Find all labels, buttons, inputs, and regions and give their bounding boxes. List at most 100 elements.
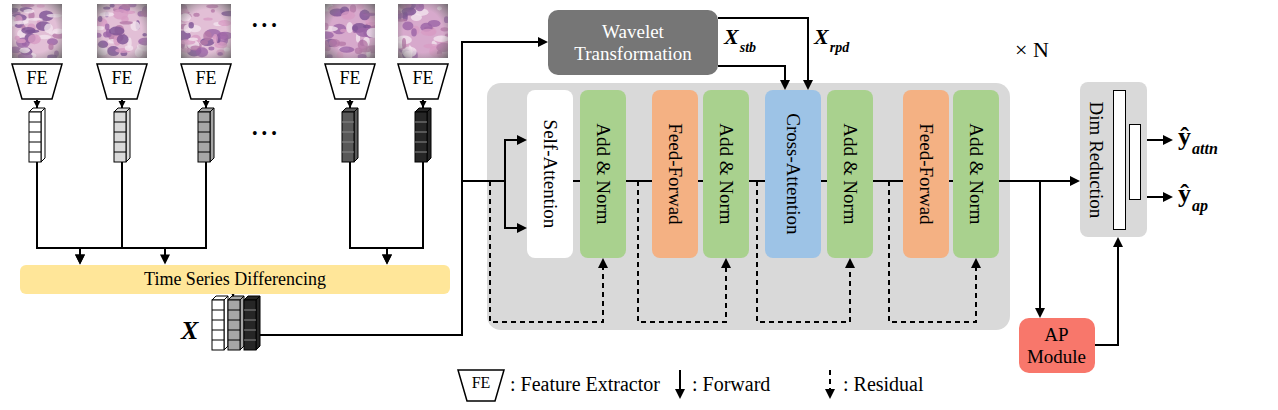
vector-cell — [212, 340, 224, 341]
legend-text: : Feature Extractor — [510, 373, 660, 395]
node-text: Wavelet Transformation — [558, 21, 708, 65]
arrowhead — [119, 101, 126, 108]
dimension-bar — [1129, 124, 1141, 200]
vector-cell — [228, 320, 240, 321]
connector-line — [37, 100, 80, 257]
node-text: FE — [26, 68, 47, 89]
feature-vector — [114, 108, 130, 162]
legend-entry: : Forward — [692, 374, 770, 394]
connector — [350, 100, 392, 265]
image-ground — [398, 4, 448, 58]
output-arrow — [1147, 196, 1165, 198]
repeat-count: × N — [1015, 37, 1049, 63]
repeat-block: × NSelf-AttentionAdd & NormFeed-ForwadAd… — [487, 83, 1010, 330]
vector-cell — [228, 310, 240, 311]
connector — [718, 18, 813, 90]
output-arrow — [1147, 139, 1165, 141]
histology-image — [325, 4, 375, 58]
connector-line — [718, 18, 808, 82]
vector-cell — [198, 142, 210, 143]
vector-side — [210, 108, 214, 162]
label-text: ŷ — [1178, 122, 1191, 151]
dimension-bar — [1113, 90, 1126, 230]
connector-line — [350, 100, 387, 257]
vector-cell — [342, 122, 354, 123]
branch-arrow — [505, 181, 519, 228]
vector-cell — [244, 340, 256, 341]
label-text: • • • — [252, 17, 277, 34]
legend-arrow — [679, 370, 681, 391]
trapezoid-shape — [12, 64, 62, 99]
vector-cell — [415, 142, 427, 143]
label-text: ŷ — [1178, 179, 1191, 208]
symbol: X — [181, 318, 198, 344]
arrowhead — [34, 101, 41, 108]
vector-side — [126, 108, 130, 162]
arrowhead — [1163, 192, 1173, 202]
ellipsis: • • • — [252, 18, 277, 34]
image-ground — [97, 4, 147, 58]
feature-extractor: FE — [180, 63, 232, 100]
legend-entry: : Residual — [843, 374, 924, 394]
image-vignette — [12, 4, 62, 58]
arrowhead — [598, 258, 608, 268]
feature-extractor: FE — [96, 63, 148, 100]
histology-image — [97, 4, 147, 58]
reduction-box: Dim Reduction — [1080, 82, 1147, 237]
feature-vector — [415, 108, 431, 162]
symbol: X — [724, 26, 739, 48]
legend-text: : Residual — [843, 373, 924, 395]
arrowhead — [1070, 176, 1080, 186]
histology-image — [398, 4, 448, 58]
connector — [999, 181, 1045, 318]
label-text: stb — [740, 40, 756, 55]
arrowhead — [538, 37, 548, 47]
trapezoid-shape — [325, 64, 375, 99]
image-ground — [325, 4, 375, 58]
vector-cell — [114, 152, 126, 153]
vector-cell — [212, 320, 224, 321]
arrowhead — [803, 80, 813, 90]
vector-cell — [342, 132, 354, 133]
attention-box: Cross-Attention — [765, 90, 821, 258]
subscript: attn — [1192, 141, 1218, 157]
vector-front — [415, 112, 427, 162]
node-text: FE — [111, 68, 132, 89]
feature-extractor: FE — [11, 63, 63, 100]
vector-cell — [342, 142, 354, 143]
arrowhead — [845, 258, 855, 268]
vector-cell — [244, 310, 256, 311]
image-vignette — [181, 4, 231, 58]
connector-line — [999, 181, 1040, 310]
node-text: Cross-Attention — [782, 113, 804, 234]
symbol: ŷ — [1178, 124, 1191, 150]
feature-vector — [342, 108, 358, 162]
image-vignette — [325, 4, 375, 58]
trapezoid-shape — [398, 64, 448, 99]
feature-vector — [29, 108, 45, 162]
feature-extractor: FE — [324, 63, 376, 100]
node-text: FE — [195, 68, 216, 89]
node-text: FE — [412, 68, 433, 89]
legend-trapezoid — [458, 370, 504, 401]
vector-cell — [114, 142, 126, 143]
node-text: Add & Norm — [839, 123, 861, 224]
arrowhead — [721, 258, 731, 268]
text-holder: Dim Reduction — [1080, 82, 1112, 237]
arrowhead — [1035, 308, 1045, 318]
attention-box: Self-Attention — [527, 90, 573, 258]
arrowhead — [347, 101, 354, 108]
vector-cell — [29, 122, 41, 123]
norm-box: Add & Norm — [703, 90, 749, 258]
subscript: ap — [1192, 198, 1208, 214]
vector-cell — [244, 320, 256, 321]
merge-line — [122, 247, 165, 249]
arrowhead — [517, 223, 527, 233]
trapezoid-shape — [181, 64, 231, 99]
norm-box: Add & Norm — [953, 90, 999, 258]
node-text: Feed-Forwad — [915, 123, 937, 224]
feature-vector — [212, 296, 228, 350]
node-text: AP Module — [1026, 324, 1088, 368]
connector — [1095, 237, 1124, 345]
